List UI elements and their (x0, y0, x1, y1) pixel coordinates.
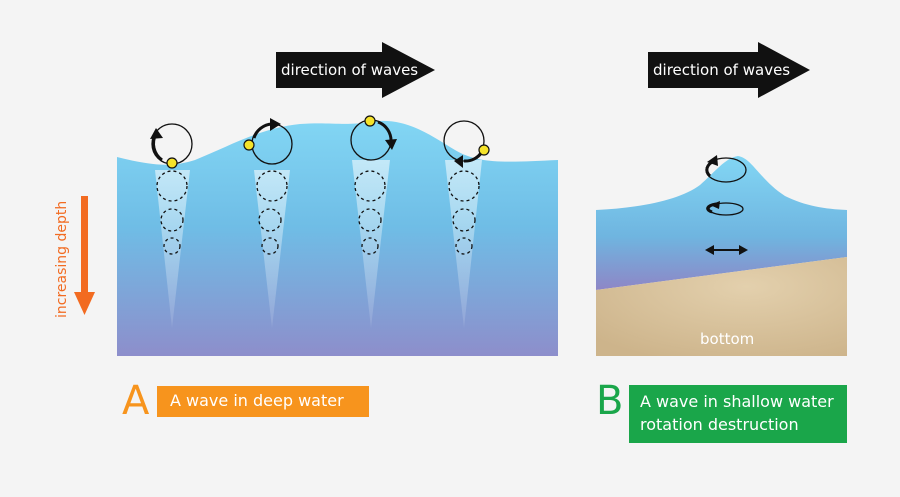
beam-2 (254, 170, 290, 328)
caption-text-b-line1: A wave in shallow water (640, 392, 834, 411)
panel-b: bottom direction of waves (596, 42, 847, 356)
direction-arrow-b: direction of waves (648, 42, 810, 98)
depth-label: increasing depth (54, 201, 70, 318)
direction-label-a: direction of waves (281, 61, 418, 79)
bottom-label: bottom (700, 330, 754, 348)
deep-water-body (117, 120, 558, 356)
direction-arrow-a: direction of waves (276, 42, 435, 98)
beam-3 (352, 160, 390, 328)
orbit-column-3 (350, 115, 397, 255)
panel-a: direction of waves increasing depth (54, 42, 558, 356)
caption-text-b-line2: rotation destruction (640, 415, 799, 434)
depth-arrow: increasing depth (54, 196, 95, 318)
caption-box-b: A wave in shallow water rotation destruc… (629, 385, 847, 443)
beam-1 (155, 170, 190, 328)
caption-text-a: A wave in deep water (170, 391, 344, 410)
direction-label-b: direction of waves (653, 61, 790, 79)
beam-4 (445, 160, 482, 328)
sea-bottom (596, 257, 847, 356)
orbit-column-1 (150, 123, 193, 255)
caption-box-a: A wave in deep water (157, 386, 369, 417)
shallow-motion-horizontal (705, 245, 748, 255)
caption-letter-b: B (596, 378, 624, 424)
caption-letter-a: A (122, 378, 150, 424)
orbit-column-2 (243, 118, 293, 255)
shallow-orbit-top (705, 155, 747, 183)
orbit-column-4 (443, 120, 490, 255)
shallow-water-body (596, 156, 847, 290)
shallow-orbit-middle (706, 201, 744, 216)
